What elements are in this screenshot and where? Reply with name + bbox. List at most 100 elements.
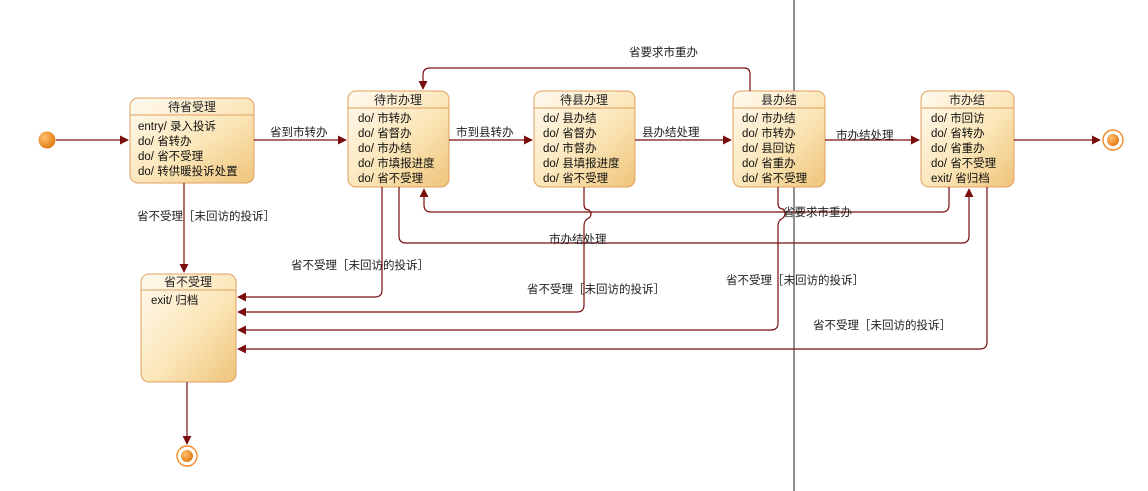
action-keyword: exit/ xyxy=(151,295,175,307)
action-text: 省归档 xyxy=(955,171,990,185)
state-title: 省不受理 xyxy=(164,275,212,289)
action-text: 省不受理 xyxy=(157,149,203,163)
label-province-to-city: 省到市转办 xyxy=(270,125,328,139)
action-keyword: exit/ xyxy=(931,173,955,185)
label-province-reject: 省不受理［未回访的投诉］ xyxy=(137,209,275,223)
action-keyword: do/ xyxy=(742,173,761,185)
action-keyword: do/ xyxy=(543,173,562,185)
action-keyword: do/ xyxy=(931,158,950,170)
action-keyword: do/ xyxy=(742,158,761,170)
action-keyword: do/ xyxy=(742,113,761,125)
action-text: 市转办 xyxy=(377,111,412,125)
action-text: 市督办 xyxy=(562,141,597,155)
label-county-done-to-city-done: 市办结处理 xyxy=(836,128,894,142)
state-action-line: do/ 市办结 xyxy=(358,141,412,155)
state-action-line: do/ 市转办 xyxy=(358,111,412,125)
action-keyword: do/ xyxy=(742,143,761,155)
state-action-line: do/ 省不受理 xyxy=(931,156,997,170)
edge-county-to-reject xyxy=(237,187,592,317)
label-city-reject: 省不受理［未回访的投诉］ xyxy=(291,258,429,272)
state-action-line: do/ 市转办 xyxy=(742,126,796,140)
action-keyword: do/ xyxy=(138,136,157,148)
action-text: 录入投诉 xyxy=(170,119,216,133)
state-title: 县办结 xyxy=(761,92,797,107)
action-text: 县填报进度 xyxy=(562,156,620,170)
label-county-done-reject: 省不受理［未回访的投诉］ xyxy=(726,273,864,287)
action-text: 县办结 xyxy=(562,111,597,125)
state-action-line: do/ 市办结 xyxy=(742,111,796,125)
label-county-done-redo: 省要求市重办 xyxy=(629,45,698,59)
action-text: 省不受理 xyxy=(950,156,996,170)
action-text: 省不受理 xyxy=(761,171,807,185)
state-lines: exit/ 归档 xyxy=(151,293,198,307)
action-text: 省督办 xyxy=(377,126,412,140)
action-text: 市办结 xyxy=(377,141,412,155)
action-keyword: do/ xyxy=(931,128,950,140)
state-action-line: entry/ 录入投诉 xyxy=(138,119,216,133)
state-province-reject[interactable]: 省不受理 exit/ 归档 xyxy=(140,273,237,383)
state-title: 待市办理 xyxy=(374,92,422,107)
edge-city-to-reject xyxy=(237,187,383,302)
action-keyword: do/ xyxy=(543,113,562,125)
action-text: 县回访 xyxy=(761,141,796,155)
label-city-to-city-done: 市办结处理 xyxy=(549,232,607,246)
state-action-line: do/ 市督办 xyxy=(543,141,597,155)
action-text: 市办结 xyxy=(761,111,796,125)
action-text: 省不受理 xyxy=(377,171,423,185)
action-keyword: do/ xyxy=(358,173,377,185)
edge-city-done-to-reject xyxy=(237,187,988,354)
state-action-line: do/ 省重办 xyxy=(931,141,985,155)
action-text: 市填报进度 xyxy=(377,156,435,170)
state-action-line: do/ 省不受理 xyxy=(742,171,808,185)
action-text: 省重办 xyxy=(761,156,796,170)
state-title: 市办结 xyxy=(949,92,985,107)
state-action-line: do/ 省不受理 xyxy=(543,171,609,185)
action-keyword: do/ xyxy=(358,158,377,170)
action-keyword: do/ xyxy=(543,158,562,170)
state-action-line: do/ 县办结 xyxy=(543,111,597,125)
label-county-to-county-done: 县办结处理 xyxy=(642,125,700,139)
label-city-to-county: 市到县转办 xyxy=(456,125,514,139)
action-text: 转供暖投诉处置 xyxy=(157,164,238,178)
action-keyword: do/ xyxy=(543,143,562,155)
state-action-line: do/ 省重办 xyxy=(742,156,796,170)
action-keyword: do/ xyxy=(742,128,761,140)
state-action-line: do/ 转供暖投诉处置 xyxy=(138,164,238,178)
final-node-right xyxy=(1102,129,1124,151)
action-keyword: entry/ xyxy=(138,121,170,133)
edge-city-done-to-city-redo xyxy=(419,187,950,213)
action-text: 市回访 xyxy=(950,111,985,125)
action-keyword: do/ xyxy=(138,166,157,178)
state-action-line: do/ 省不受理 xyxy=(358,171,424,185)
label-city-done-redo: 省要求市重办 xyxy=(783,205,852,219)
state-title: 待省受理 xyxy=(168,100,216,114)
action-text: 省转办 xyxy=(157,134,192,148)
action-keyword: do/ xyxy=(358,128,377,140)
edge-county-done-to-reject xyxy=(237,187,786,335)
state-action-line: do/ 县回访 xyxy=(742,141,796,155)
action-text: 归档 xyxy=(175,293,198,307)
state-action-line: do/ 省转办 xyxy=(138,134,192,148)
edge-city-to-city-done xyxy=(398,187,974,244)
action-keyword: do/ xyxy=(931,143,950,155)
action-text: 省不受理 xyxy=(562,171,608,185)
state-action-line: exit/ 省归档 xyxy=(931,171,990,185)
state-action-line: exit/ 归档 xyxy=(151,293,198,307)
action-text: 省督办 xyxy=(562,126,597,140)
label-city-done-reject: 省不受理［未回访的投诉］ xyxy=(813,318,951,332)
action-text: 省重办 xyxy=(950,141,985,155)
action-keyword: do/ xyxy=(138,151,157,163)
state-action-line: do/ 市回访 xyxy=(931,111,985,125)
state-action-line: do/ 市填报进度 xyxy=(358,156,435,170)
